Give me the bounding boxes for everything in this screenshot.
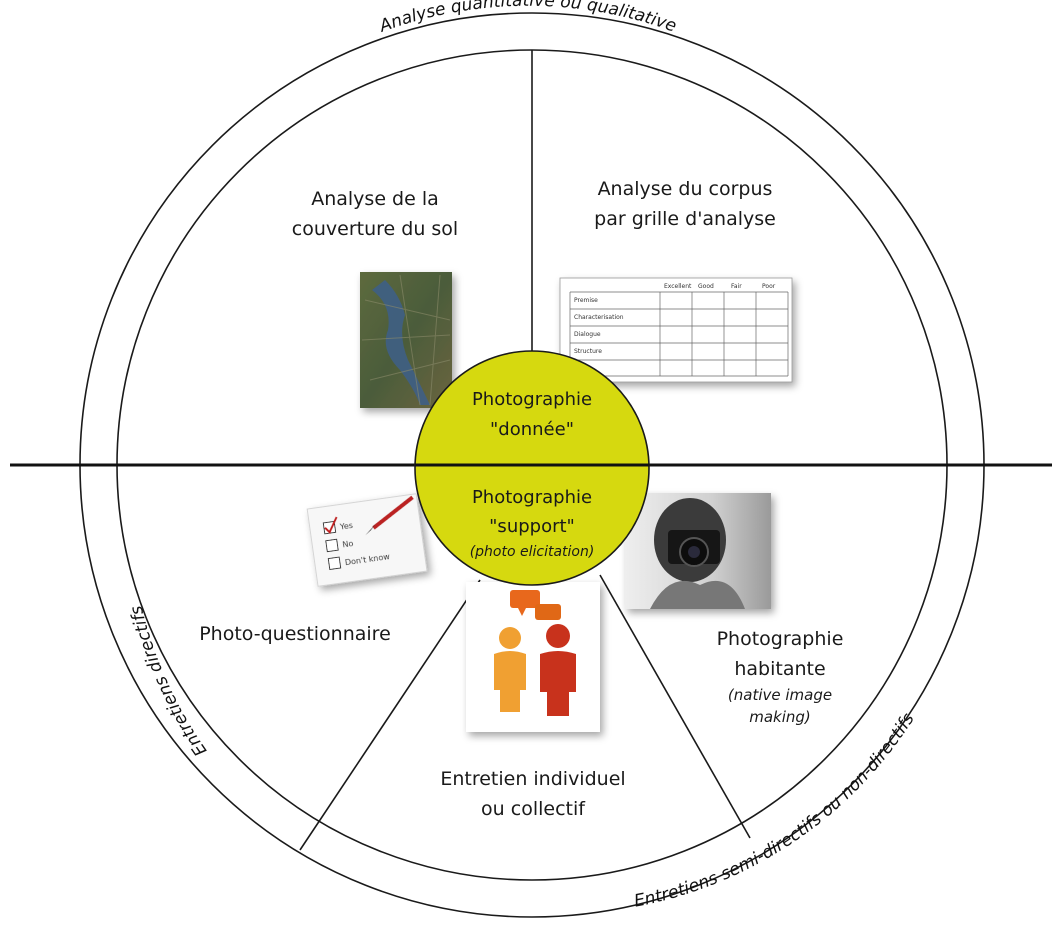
corpus-label-line1: Analyse du corpus	[598, 178, 773, 200]
ring-label-bottom-right: Entretiens semi-directifs ou non-directi…	[632, 709, 918, 911]
grid-row-1: Premise	[574, 297, 598, 304]
grid-header-1: Excellent	[664, 283, 692, 290]
grid-row-3: Dialogue	[574, 331, 601, 338]
grid-row-4: Structure	[574, 348, 602, 355]
center-top-line2: "donnée"	[490, 419, 574, 440]
checklist-item-no: No	[342, 539, 354, 549]
grid-header-2: Good	[698, 283, 714, 290]
land-cover-label-line1: Analyse de la	[311, 188, 439, 210]
inhabitant-label-line2: habitante	[734, 658, 825, 680]
center-bottom-line1: Photographie	[472, 487, 592, 508]
lower-right-divider-line	[599, 574, 751, 839]
inhabitant-sub-line2: making)	[749, 708, 811, 726]
inhabitant-sub-line1: (native image	[728, 686, 832, 704]
interview-label-line2: ou collectif	[481, 798, 586, 820]
inhabitant-label-line1: Photographie	[717, 628, 844, 650]
center-circle	[414, 350, 650, 586]
questionnaire-label: Photo-questionnaire	[199, 623, 391, 645]
center-top-line1: Photographie	[472, 389, 592, 410]
photographer-image	[625, 493, 771, 609]
grid-header-3: Fair	[731, 283, 742, 290]
corpus-label-line2: par grille d'analyse	[594, 208, 776, 230]
checklist-image: Yes No Don't know	[306, 493, 428, 587]
grid-row-2: Characterisation	[574, 314, 624, 321]
analysis-grid-image: Excellent Good Fair Poor Premise Charact…	[559, 277, 793, 383]
people-talking-image	[466, 582, 600, 732]
center-bottom-line2: "support"	[489, 516, 575, 537]
grid-header-4: Poor	[762, 283, 776, 290]
interview-label-line1: Entretien individuel	[440, 768, 625, 790]
satellite-map-image	[360, 272, 452, 408]
checklist-item-yes: Yes	[338, 521, 353, 532]
ring-label-top: Analyse quantitative ou qualitative	[376, 0, 679, 37]
lower-left-divider-line	[299, 579, 481, 851]
land-cover-label-line2: couverture du sol	[292, 218, 458, 240]
center-bottom-line3: (photo elicitation)	[470, 544, 595, 560]
